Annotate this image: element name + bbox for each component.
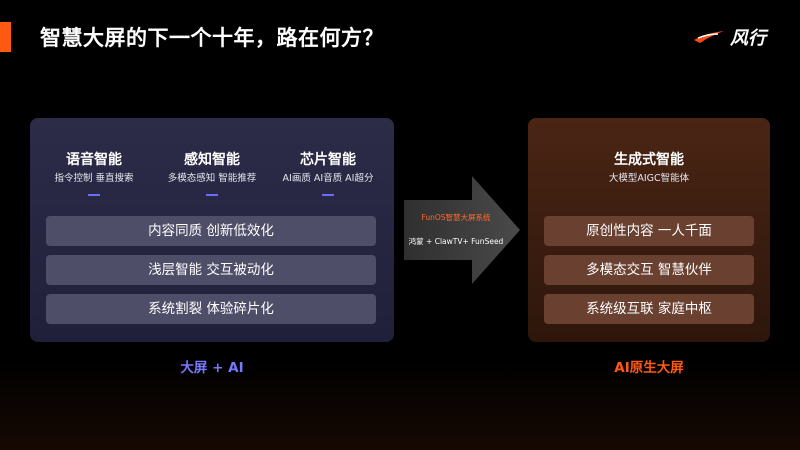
right-panel: 生成式智能 大模型AIGC智能体 原创性内容 一人千面 多模态交互 智慧伙伴 系…	[528, 118, 770, 342]
category-perception: 感知智能 多模态感知 智能推荐	[152, 150, 272, 196]
brand-logo: 风行	[692, 22, 772, 52]
category-subtitle: 指令控制 垂直搜索	[54, 173, 134, 184]
category-dash	[206, 194, 218, 196]
category-title: 感知智能	[184, 152, 240, 168]
arrow-sublabel: 鸿蒙 + ClawTV+ FunSeed	[408, 237, 504, 246]
problem-bar: 内容同质 创新低效化	[46, 216, 376, 246]
logo-text: 风行	[730, 28, 766, 49]
arrow-label: FunOS智慧大屏系统	[421, 213, 491, 222]
feature-bar: 多模态交互 智慧伙伴	[544, 255, 754, 285]
swoosh-icon	[694, 31, 724, 43]
right-caption: AI原生大屏	[614, 360, 684, 376]
left-panel: 语音智能 指令控制 垂直搜索 感知智能 多模态感知 智能推荐 芯片智能 AI画质…	[30, 118, 394, 342]
category-title: 语音智能	[66, 152, 122, 168]
slide-title: 智慧大屏的下一个十年，路在何方？	[40, 26, 384, 50]
category-subtitle: AI画质 AI音质 AI超分	[282, 173, 374, 184]
category-subtitle: 多模态感知 智能推荐	[167, 173, 257, 184]
category-title: 生成式智能	[614, 152, 684, 168]
bottom-glow	[0, 360, 800, 450]
category-subtitle: 大模型AIGC智能体	[608, 173, 690, 184]
category-generative: 生成式智能 大模型AIGC智能体	[528, 150, 770, 186]
problem-bar: 浅层智能 交互被动化	[46, 255, 376, 285]
category-voice: 语音智能 指令控制 垂直搜索	[34, 150, 154, 196]
category-dash	[322, 194, 334, 196]
feature-bar: 系统级互联 家庭中枢	[544, 294, 754, 324]
feature-bar: 原创性内容 一人千面	[544, 216, 754, 246]
category-title: 芯片智能	[300, 152, 356, 168]
category-chip: 芯片智能 AI画质 AI音质 AI超分	[268, 150, 388, 196]
problem-bar: 系统割裂 体验碎片化	[46, 294, 376, 324]
left-caption: 大屏 + AI	[180, 360, 244, 376]
title-accent-bar	[0, 22, 11, 52]
category-dash	[88, 194, 100, 196]
transition-arrow-icon	[404, 176, 520, 284]
